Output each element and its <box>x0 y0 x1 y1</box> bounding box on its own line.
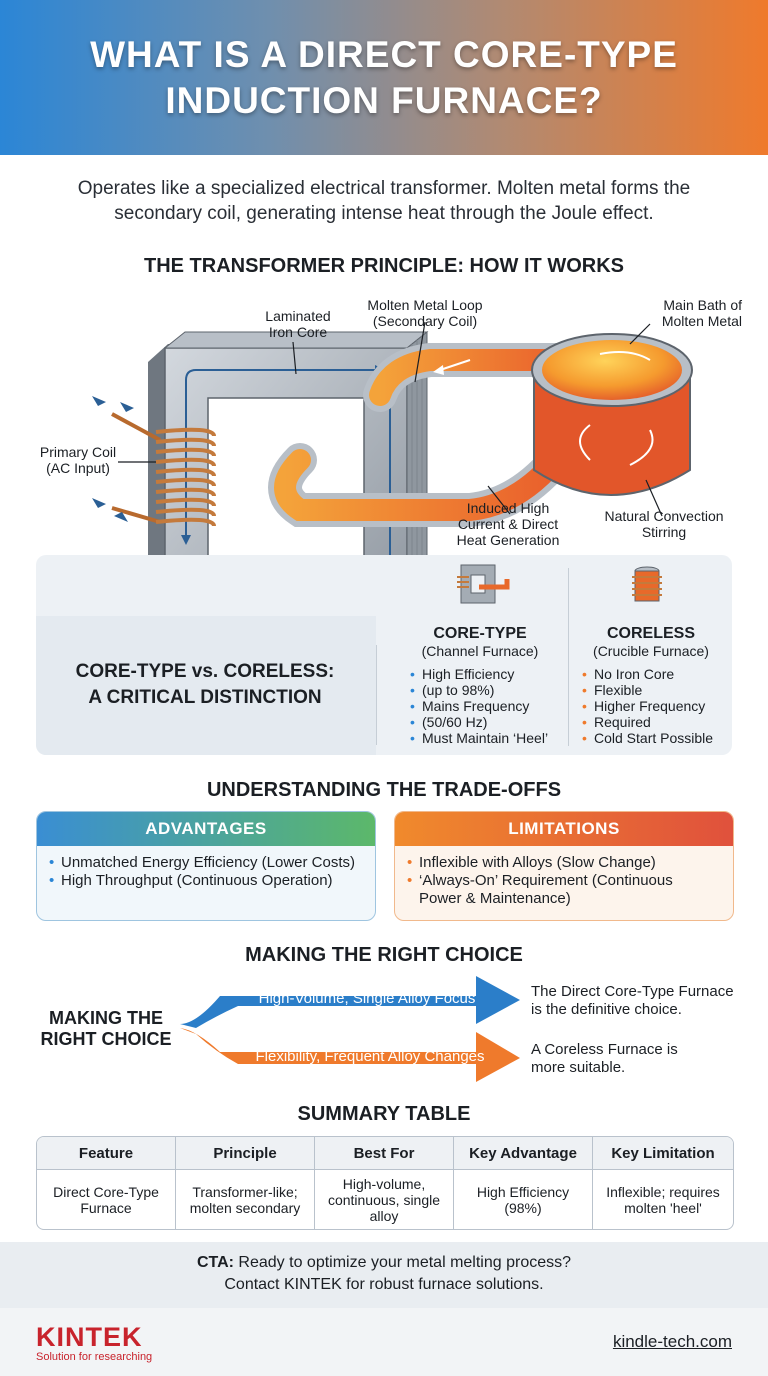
transformer-diagram <box>92 321 693 560</box>
advantages-heading: ADVANTAGES <box>37 812 375 846</box>
choice-arrows <box>180 976 520 1082</box>
label-primary-coil: Primary Coil(AC Input) <box>39 444 117 476</box>
limitations-box: LIMITATIONS Inflexible with Alloys (Slow… <box>394 811 734 921</box>
table-header-row: Feature Principle Best For Key Advantage… <box>37 1137 733 1170</box>
list-item: Unmatched Energy Efficiency (Lower Costs… <box>49 854 375 872</box>
list-item: (up to 98%) <box>410 682 566 698</box>
table-header-cell: Key Advantage <box>454 1137 593 1169</box>
path-a-label: High-Volume, Single Alloy Focus <box>258 990 476 1007</box>
table-header-cell: Principle <box>176 1137 315 1169</box>
core-type-subheading: (Channel Furnace) <box>421 643 539 659</box>
list-item: Flexible <box>582 682 728 698</box>
list-item: High Throughput (Continuous Operation) <box>49 872 375 890</box>
footer <box>0 1308 768 1376</box>
limitations-list: Inflexible with Alloys (Slow Change) ‘Al… <box>395 846 733 908</box>
core-type-list: High Efficiency (up to 98%) Mains Freque… <box>410 666 566 746</box>
diagram-title: THE TRANSFORMER PRINCIPLE: HOW IT WORKS <box>144 255 624 277</box>
path-b-label: Flexibility, Frequent Alloy Changes <box>255 1048 485 1065</box>
divider <box>568 568 569 746</box>
summary-title: SUMMARY TABLE <box>297 1103 471 1125</box>
list-item: Required <box>582 714 728 730</box>
advantages-list: Unmatched Energy Efficiency (Lower Costs… <box>37 846 375 890</box>
brand-tagline: Solution for researching <box>36 1351 153 1363</box>
core-type-icon <box>457 564 510 604</box>
coreless-heading: CORELESS <box>606 625 695 642</box>
table-cell: Transformer-like;molten secondary <box>176 1170 315 1229</box>
list-item: Higher Frequency <box>582 698 728 714</box>
list-item: Cold Start Possible <box>582 730 728 746</box>
list-item: Inflexible with Alloys (Slow Change) <box>407 854 733 872</box>
table-header-cell: Key Limitation <box>611 1144 715 1162</box>
primary-coil <box>92 396 216 527</box>
list-item: No Iron Core <box>582 666 728 682</box>
list-item: Must Maintain ‘Heel’ <box>410 730 566 746</box>
limitations-heading: LIMITATIONS <box>395 812 733 846</box>
main-bath <box>531 333 693 496</box>
cta-line2: Contact KINTEK for robust furnace soluti… <box>224 1276 544 1293</box>
table-header-cell: Feature <box>37 1137 176 1169</box>
core-type-heading: CORE-TYPE <box>433 625 527 642</box>
website-link[interactable]: kindle-tech.com <box>612 1332 732 1351</box>
table-header-cell: Best For <box>315 1137 454 1169</box>
list-item: (50/60 Hz) <box>410 714 566 730</box>
cta-line1: Ready to optimize your metal melting pro… <box>233 1254 572 1271</box>
page-title: WHAT IS A DIRECT CORE-TYPE INDUCTION FUR… <box>90 33 678 121</box>
advantages-box: ADVANTAGES Unmatched Energy Efficiency (… <box>36 811 376 921</box>
tradeoffs-title: UNDERSTANDING THE TRADE-OFFS <box>206 779 562 801</box>
divider <box>376 645 377 745</box>
summary-table: Feature Principle Best For Key Advantage… <box>36 1136 734 1230</box>
list-item: High Efficiency <box>410 666 566 682</box>
comparison-title-block <box>36 616 376 755</box>
coreless-list: No Iron Core Flexible Higher Frequency R… <box>582 666 728 746</box>
table-cell: High Efficiency(98%) <box>454 1170 593 1229</box>
label-molten-loop: Molten Metal Loop(Secondary Coil) <box>367 297 483 329</box>
coreless-icon <box>632 566 662 602</box>
list-item: Mains Frequency <box>410 698 566 714</box>
list-item: ‘Always-On’ Requirement (ContinuousPower… <box>407 872 733 908</box>
intro-text: Operates like a specialized electrical t… <box>77 178 691 224</box>
comparison-title: CORE-TYPE vs. CORELESS:A CRITICAL DISTIN… <box>75 661 335 708</box>
cta-prefix: CTA: <box>196 1254 234 1271</box>
cta-banner: CTA: Ready to optimize your metal meltin… <box>0 1242 768 1308</box>
choice-title: MAKING THE RIGHT CHOICE <box>245 944 523 966</box>
coreless-subheading: (Crucible Furnace) <box>593 643 709 659</box>
header-banner: WHAT IS A DIRECT CORE-TYPE INDUCTION FUR… <box>0 0 768 155</box>
brand-logo: KINTEK <box>36 1322 143 1352</box>
